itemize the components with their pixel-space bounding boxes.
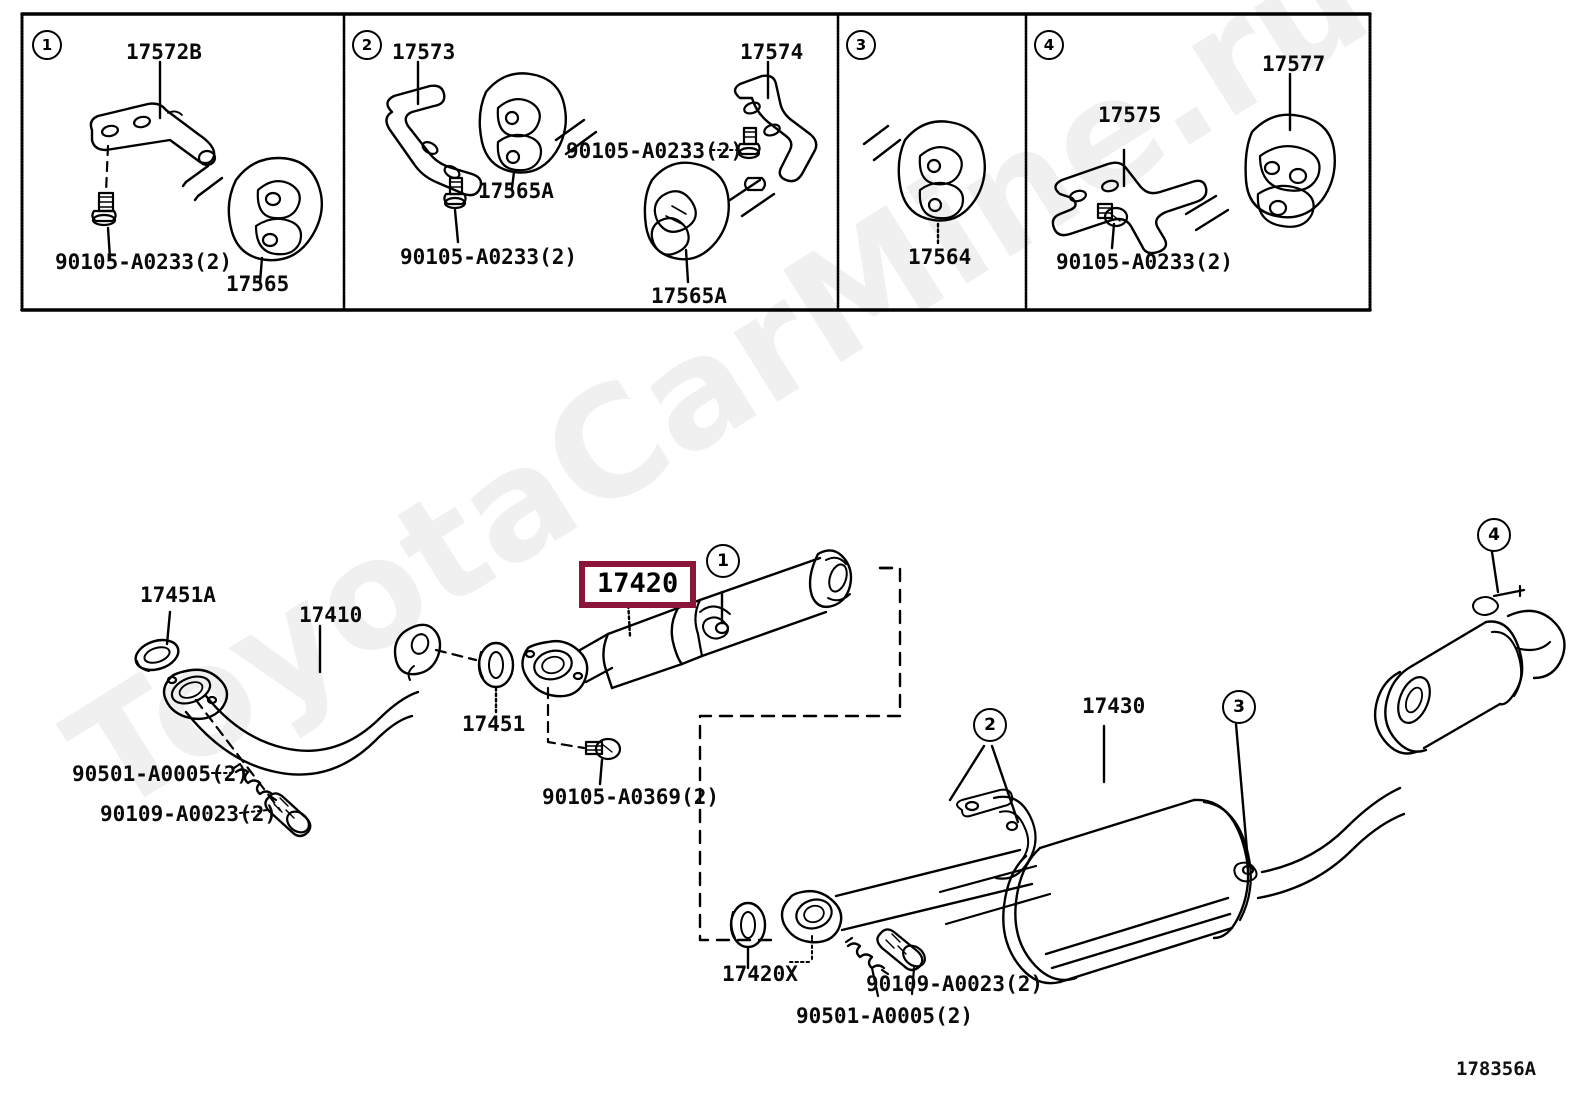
part-label-17564: 17564 [908,245,972,269]
part-label-17430: 17430 [1082,694,1146,718]
part-label-17575: 17575 [1098,103,1162,127]
part-label-90109-a0023-left: 90109-A0023(2) [100,802,278,826]
callout-circle-3: 3 [1222,690,1256,724]
part-label-17420x: 17420X [722,962,798,986]
part-label-17451a: 17451A [140,583,216,607]
part-label-17451: 17451 [462,712,526,736]
part-label-17565a-top: 17565A [478,179,554,203]
part-label-90105-a0233-p2-left: 90105-A0233(2) [400,245,578,269]
part-label-17572b: 17572B [126,40,202,64]
part-label-17573: 17573 [392,40,456,64]
panel-number-1: 1 [32,30,62,60]
part-label-90501-a0005-bottom: 90501-A0005(2) [796,1004,974,1028]
part-label-17565a-bottom: 17565A [651,284,727,308]
callout-circle-2: 2 [973,708,1007,742]
panel-number-4: 4 [1034,30,1064,60]
part-label-90109-a0023-bottom: 90109-A0023(2) [866,972,1044,996]
panel-number-2: 2 [352,30,382,60]
part-label-17410: 17410 [299,603,363,627]
part-label-17574: 17574 [740,40,804,64]
panel-number-3: 3 [846,30,876,60]
part-label-90105-a0233-p2-right: 90105-A0233(2) [566,139,744,163]
part-label-90105-a0233-p4: 90105-A0233(2) [1056,250,1234,274]
part-label-17577: 17577 [1262,52,1326,76]
part-label-17565: 17565 [226,272,290,296]
part-label-90105-a0369: 90105-A0369(2) [542,785,720,809]
highlighted-part-number[interactable]: 17420 [579,561,697,608]
callout-circle-1: 1 [706,544,740,578]
callout-circle-4: 4 [1477,518,1511,552]
diagram-id-code: 178356A [1456,1058,1537,1080]
part-label-90105-a0233-p1: 90105-A0233(2) [55,250,233,274]
part-label-90501-a0005-left: 90501-A0005(2) [72,762,250,786]
